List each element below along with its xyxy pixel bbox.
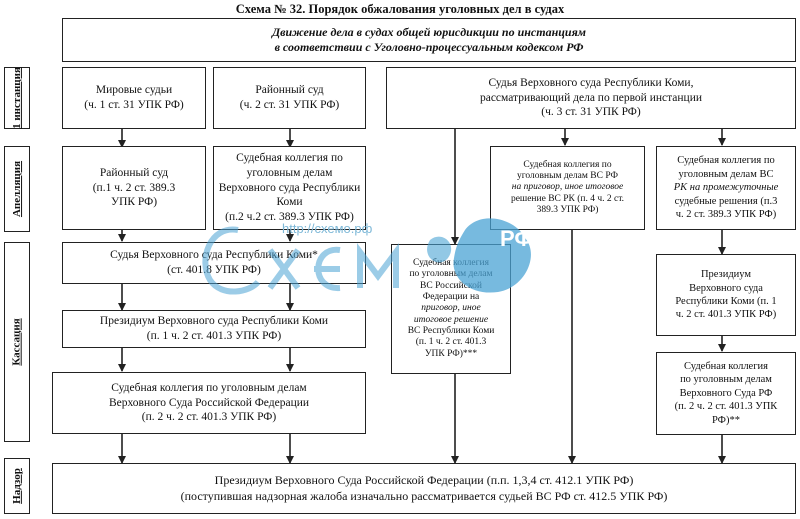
box-prezidium-vsrf: Президиум Верховного Суда Российской Фед…	[52, 463, 796, 514]
box-mirovye-sudi: Мировые судьи(ч. 1 ст. 31 УПК РФ)	[62, 67, 206, 129]
header-line-1: Движение дела в судах общей юрисдикции п…	[271, 24, 587, 39]
stage-supervision: Надзор	[4, 458, 30, 514]
page-title: Схема № 32. Порядок обжалования уголовны…	[235, 2, 565, 16]
watermark-brand: РФ	[500, 226, 534, 251]
stage-cassation: Кассация	[4, 242, 30, 442]
box-vs-komi-first-instance: Судья Верховного суда Республики Коми,ра…	[386, 67, 796, 129]
box-sudya-vs-komi: Судья Верховного суда Республики Коми*(с…	[62, 242, 366, 284]
diagram-header: Движение дела в судах общей юрисдикции п…	[62, 18, 796, 62]
stage-first-instance: 1 инстанция	[4, 67, 30, 129]
box-rayonny-sud-first: Районный суд(ч. 2 ст. 31 УПК РФ)	[213, 67, 366, 129]
header-line-2: в соответствии с Уголовно-процессуальным…	[274, 40, 584, 54]
watermark-url: http://схемо.рф	[282, 221, 373, 236]
stage-appeal: Апелляция	[4, 146, 30, 232]
box-prezidium-komi: Президиум Верховного суда Республики Ком…	[62, 310, 366, 348]
